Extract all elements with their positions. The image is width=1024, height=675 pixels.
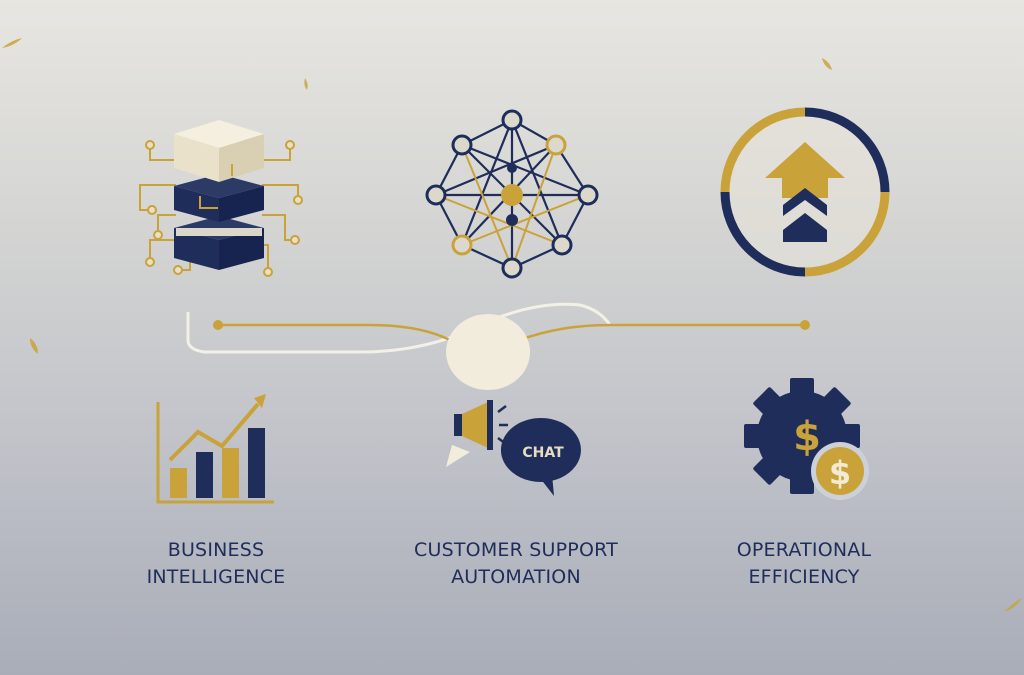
operational-efficiency-line1: OPERATIONAL	[736, 539, 872, 561]
customer-support-automation-label: CUSTOMER SUPPORT AUTOMATION	[366, 537, 666, 591]
gear-dollar-icon: $ $	[744, 378, 869, 500]
decorative-leaves	[2, 38, 1022, 612]
customer-support-automation-line2: AUTOMATION	[451, 566, 581, 588]
svg-text:$: $	[829, 454, 851, 492]
chat-bubble-text: CHAT	[522, 445, 564, 461]
business-intelligence-line2: INTELLIGENCE	[146, 566, 286, 588]
svg-text:$: $	[793, 414, 821, 460]
bar-chart-trend-icon	[156, 394, 274, 504]
chat-megaphone-icon: CHAT	[446, 314, 581, 496]
business-intelligence-label: BUSINESS INTELLIGENCE	[66, 537, 366, 591]
network-nodes-icon	[425, 109, 599, 279]
operational-efficiency-line2: EFFICIENCY	[748, 566, 860, 588]
customer-support-automation-line1: CUSTOMER SUPPORT	[414, 539, 618, 561]
operational-efficiency-label: OPERATIONAL EFFICIENCY	[654, 537, 954, 591]
business-intelligence-line1: BUSINESS	[167, 539, 265, 561]
growth-arrow-ring-icon	[720, 107, 890, 277]
megaphone-icon	[454, 400, 508, 450]
layered-blocks-circuit-icon	[139, 120, 303, 277]
